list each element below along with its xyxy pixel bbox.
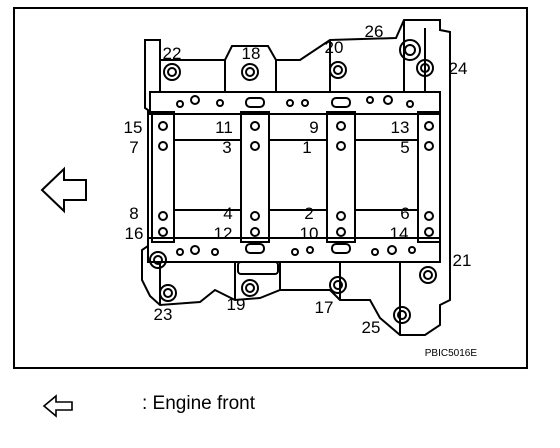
bolt-label-19: 19	[227, 295, 246, 314]
bolt-label-10: 10	[300, 224, 319, 243]
bolt-label-8: 8	[129, 204, 138, 223]
bolt-label-11: 11	[215, 118, 233, 137]
lower-cylinder-block	[141, 19, 451, 336]
bolt-label-3: 3	[222, 138, 231, 157]
engine-front-arrow-icon	[40, 166, 87, 214]
legend: : Engine front	[42, 392, 342, 420]
bolt-label-4: 4	[223, 204, 232, 223]
figure-code: PBIC5016E	[425, 348, 478, 359]
bolt-label-12: 12	[214, 224, 233, 243]
bolt-label-17: 17	[315, 298, 334, 317]
bolt-label-24: 24	[449, 59, 468, 78]
bolt-label-25: 25	[362, 318, 381, 337]
bolt-label-22: 22	[163, 44, 182, 63]
bolt-label-18: 18	[242, 44, 261, 63]
legend-text: : Engine front	[142, 393, 256, 414]
bolt-label-7: 7	[129, 138, 138, 157]
bolt-label-16: 16	[125, 224, 144, 243]
bolt-label-1: 1	[302, 138, 311, 157]
bolt-label-15: 15	[124, 118, 143, 137]
figure-frame	[13, 7, 528, 369]
bolt-label-9: 9	[309, 118, 318, 137]
bolt-label-21: 21	[453, 251, 472, 270]
bolt-label-13: 13	[391, 118, 410, 137]
bolt-label-23: 23	[154, 305, 173, 324]
bolt-label-26: 26	[365, 22, 384, 41]
arrow-left-outline-icon	[42, 394, 73, 418]
bolt-label-20: 20	[325, 38, 344, 57]
bolt-label-5: 5	[400, 138, 409, 157]
bolt-label-14: 14	[390, 224, 409, 243]
bolt-holes	[149, 39, 437, 324]
bolt-label-2: 2	[304, 204, 313, 223]
bolt-label-6: 6	[400, 204, 409, 223]
